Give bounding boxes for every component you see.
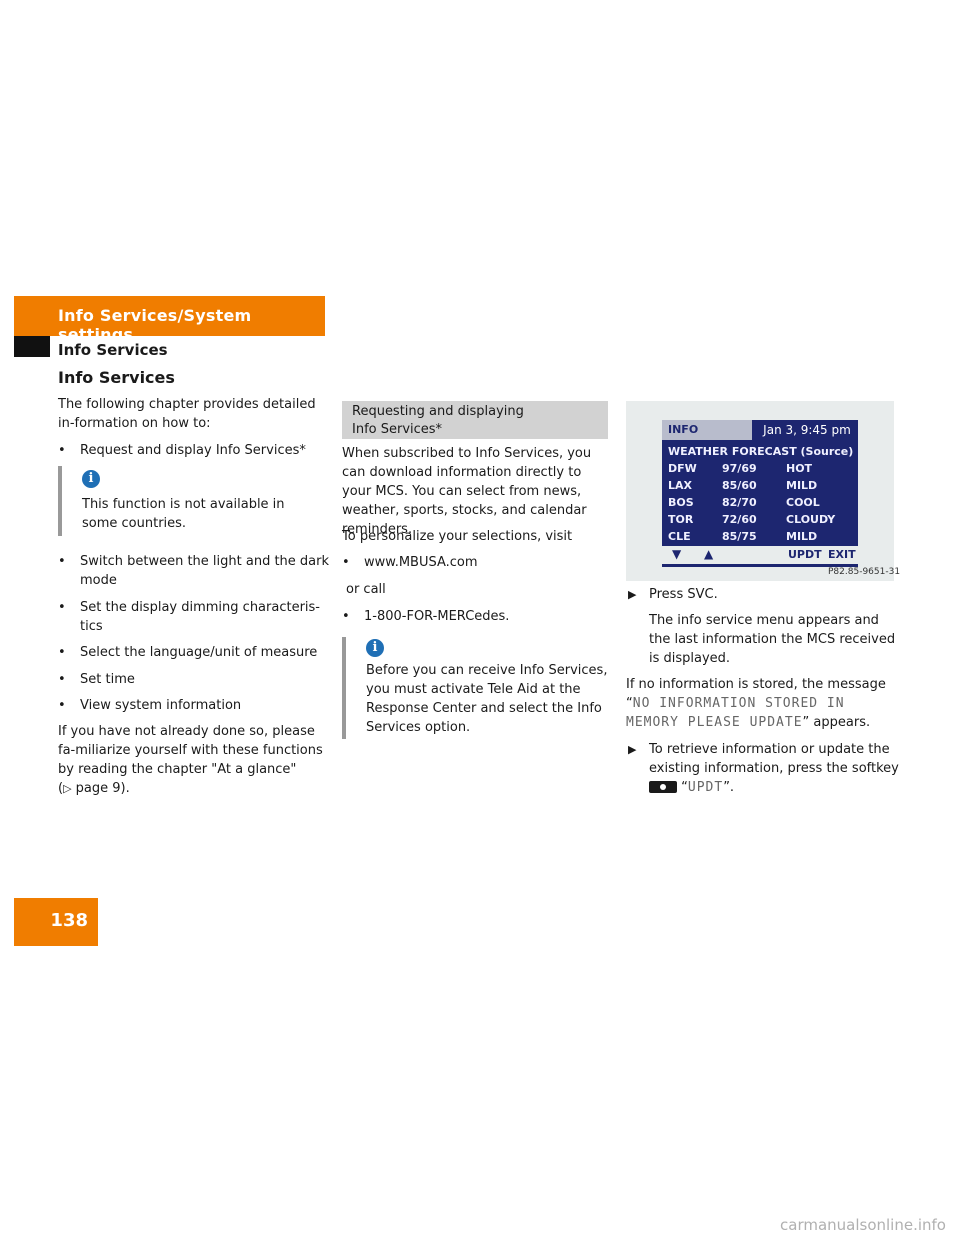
step-result: The info service menu appears and the la… [649,613,896,666]
figure-code: P82.85-9651-31 [828,567,901,577]
step-arrow-icon: ▶ [628,743,637,756]
intro-text: The following chapter provides detailed … [58,397,316,431]
step-text: Press SVC. [649,587,718,602]
note-text: This function is not available in some c… [82,497,285,531]
closing-text: If you have not already done so, please … [58,724,323,796]
scroll-down-softkey[interactable]: ▼ [672,547,682,561]
page-number: 138 [50,910,88,931]
section-heading: Info Services [58,368,175,387]
forecast-title: WEATHER FORECAST (Source) [668,445,854,458]
menu-label: INFO SERVICE [662,420,752,456]
note-box: i Before you can receive Info Services, … [342,637,612,739]
page-subheading: Info Services [58,341,168,359]
body-text: If no information is stored, the message… [626,677,886,730]
updt-softkey[interactable]: UPDT [788,548,822,561]
section-title: Info Services/System settings [58,306,252,344]
softkey-icon [649,781,677,793]
exit-softkey[interactable]: EXIT [828,548,856,561]
info-icon: i [82,470,100,488]
step-text: To retrieve information or update the ex… [649,742,899,795]
body-text: or call [346,582,386,597]
body-text: To personalize your selections, visit [342,529,573,544]
section-tab: Info Services/System settings [14,296,325,344]
datetime: Jan 3, 9:45 pm [763,423,851,437]
scroll-up-softkey[interactable]: ▲ [704,547,714,561]
page-number-tab: 138 [14,898,98,946]
step-arrow-icon: ▶ [628,588,637,601]
body-text: When subscribed to Info Services, you ca… [342,446,592,537]
info-icon: i [366,639,384,657]
display-screen: INFO SERVICE Jan 3, 9:45 pm WEATHER FORE… [662,420,858,567]
note-box: i This function is not available in some… [58,466,324,536]
softkey-bar: ▼ ▲ UPDT EXIT [648,546,858,564]
footer-watermark: carmanualsonline.info [780,1216,946,1234]
note-text: Before you can receive Info Services, yo… [366,663,608,735]
section-marker [14,336,50,357]
subsection-header: Requesting and displaying Info Services* [342,401,608,439]
page-ref-arrow-icon: ▷ [63,782,72,795]
